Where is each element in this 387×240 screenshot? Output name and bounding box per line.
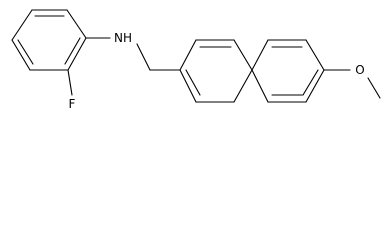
bond <box>67 69 73 96</box>
bond <box>233 39 253 71</box>
bond <box>305 39 325 71</box>
bond <box>66 9 87 39</box>
bond <box>367 77 381 99</box>
naphthalene-right-ring <box>251 39 325 103</box>
fluorine-atom-label: F <box>69 97 76 111</box>
bond <box>11 9 33 41</box>
oxygen-atom-label: O <box>355 63 364 77</box>
fluorophenyl-ring <box>11 9 87 71</box>
naphthalene-left-ring <box>179 39 253 103</box>
aromatic-inner-bond <box>64 37 81 65</box>
bond <box>251 69 269 103</box>
nitrogen-atom-label: NH <box>114 31 132 45</box>
bond <box>67 37 87 71</box>
aromatic-inner-bond <box>302 69 319 96</box>
chemical-structure-diagram: F NH O <box>11 9 381 111</box>
bond <box>179 69 197 103</box>
bond <box>305 69 325 103</box>
bond <box>136 43 151 71</box>
bond <box>179 39 197 71</box>
aromatic-inner-bond <box>185 69 201 96</box>
bond <box>251 39 269 71</box>
bond <box>11 39 31 71</box>
aromatic-inner-bond <box>17 39 34 65</box>
bond <box>233 69 253 103</box>
